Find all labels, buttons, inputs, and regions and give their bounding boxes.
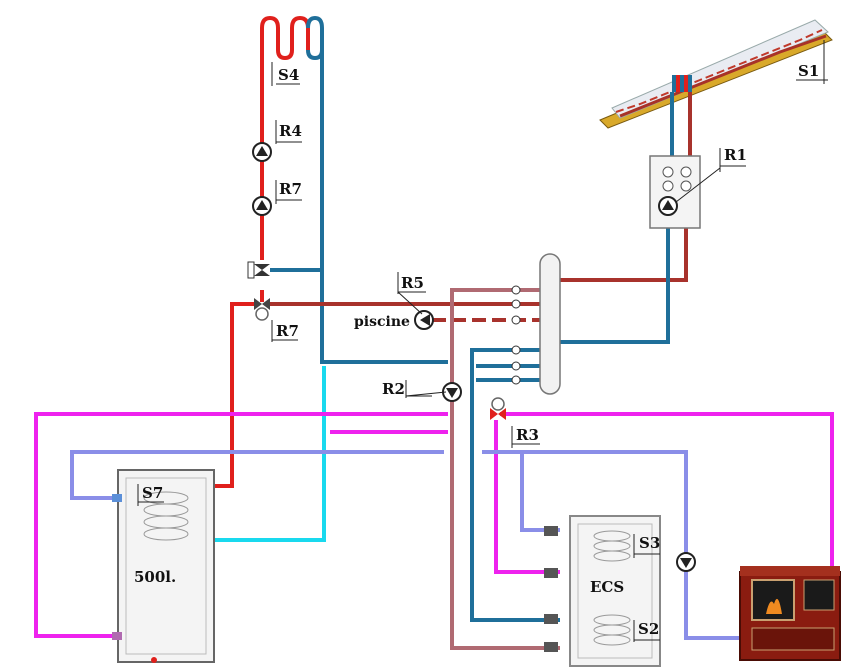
label-ecs: ECS — [590, 578, 624, 596]
pump-r4 — [252, 142, 272, 162]
label-r5: R5 — [401, 274, 424, 292]
label-s7: S7 — [142, 484, 163, 502]
three-way-valve-r3 — [490, 397, 506, 420]
valve-top — [247, 261, 270, 279]
label-s4: S4 — [278, 66, 299, 84]
storage-tank — [112, 469, 215, 663]
solar-station-box — [649, 155, 701, 229]
pump-r1 — [658, 196, 678, 216]
label-s1: S1 — [798, 62, 819, 80]
labels: S1 S4 R4 R7 R1 R5 piscine R7 R2 R3 S7 50… — [134, 40, 828, 642]
label-s2: S2 — [638, 620, 659, 638]
label-s3: S3 — [639, 534, 660, 552]
label-r3: R3 — [516, 426, 539, 444]
three-way-valve-r7 — [254, 298, 270, 321]
label-r4: R4 — [279, 122, 302, 140]
label-piscine: piscine — [354, 314, 410, 330]
hydraulic-separator — [511, 253, 561, 395]
pump-r7-top — [252, 196, 272, 216]
pipes — [34, 15, 834, 650]
solar-collector — [599, 19, 833, 129]
label-r1: R1 — [724, 146, 747, 164]
label-tank-volume: 500l. — [134, 568, 176, 586]
ecs-boiler — [544, 515, 661, 667]
label-r2: R2 — [382, 380, 405, 398]
wood-stove — [739, 566, 841, 661]
label-r7-top: R7 — [279, 180, 302, 198]
pump-r5 — [414, 310, 434, 330]
pump-stove — [676, 552, 696, 572]
pump-r2 — [442, 382, 462, 402]
label-r7-bottom: R7 — [276, 322, 299, 340]
